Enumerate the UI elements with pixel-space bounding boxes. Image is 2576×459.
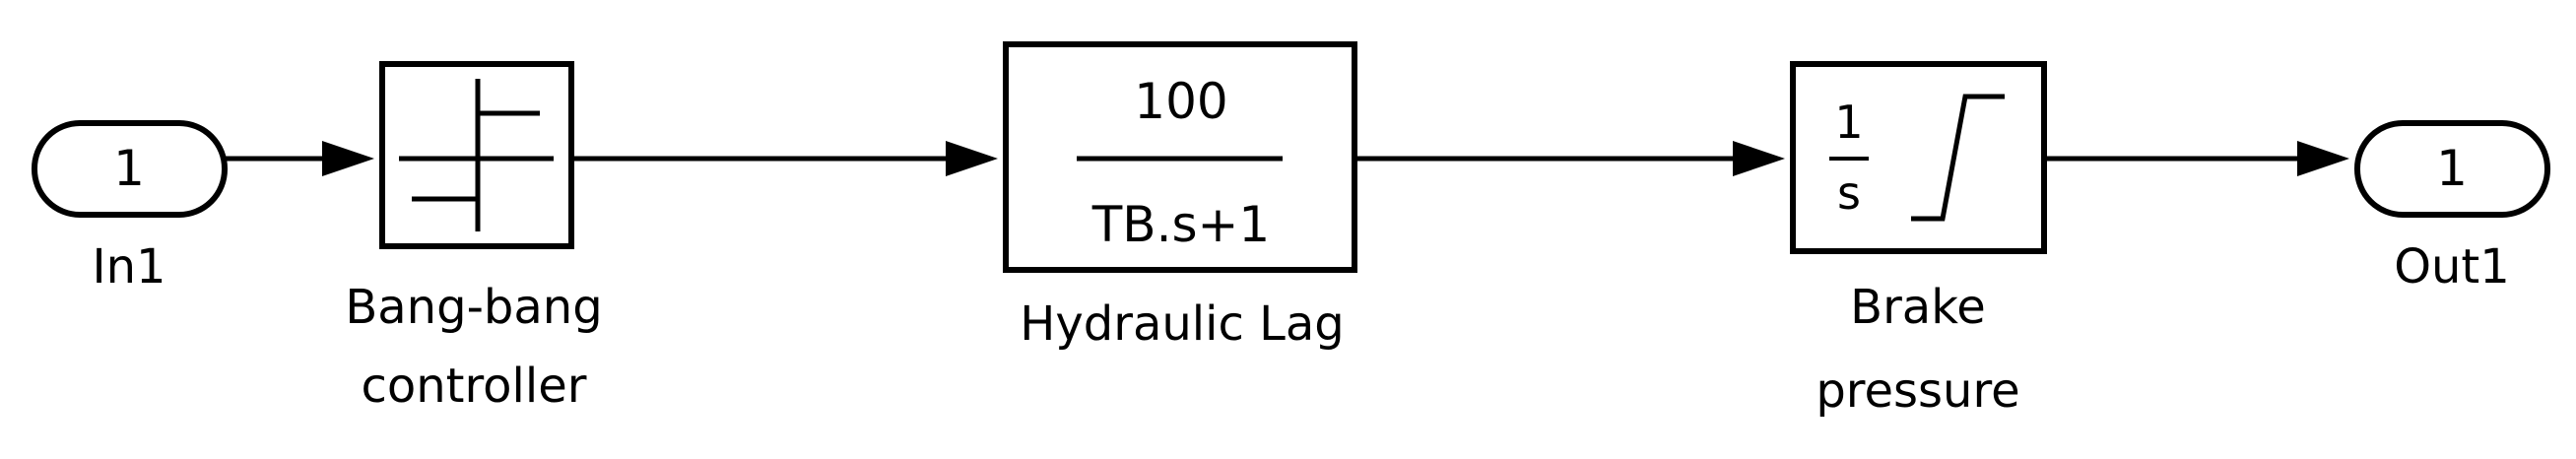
arrowhead bbox=[322, 141, 374, 176]
inport-in1[interactable]: 1 bbox=[32, 120, 228, 218]
relay-block[interactable] bbox=[379, 61, 574, 249]
arrowhead bbox=[1733, 141, 1785, 176]
signal-line-lag-to-brake[interactable] bbox=[1354, 141, 1785, 176]
integrator-denominator: s bbox=[1837, 166, 1861, 220]
arrowhead bbox=[946, 141, 998, 176]
inport-shape[interactable] bbox=[32, 120, 228, 218]
transfer-fcn-numerator: 100 bbox=[1134, 73, 1227, 130]
integrator-label-line1: Brake bbox=[1850, 280, 1986, 335]
arrowhead bbox=[2297, 141, 2349, 176]
outport-shape[interactable] bbox=[2354, 120, 2550, 218]
outport-out1[interactable]: 1 bbox=[2354, 120, 2550, 218]
saturation-curve-icon bbox=[1911, 94, 2005, 222]
signal-line-relay-to-lag[interactable] bbox=[571, 141, 998, 176]
outport-number: 1 bbox=[2436, 140, 2468, 197]
inport-label: In1 bbox=[92, 239, 165, 295]
signal-line-brake-to-out1[interactable] bbox=[2044, 141, 2349, 176]
transfer-fcn-label: Hydraulic Lag bbox=[1020, 296, 1344, 352]
inport-number: 1 bbox=[113, 140, 145, 197]
transfer-fcn-block[interactable]: 100 TB.s+1 bbox=[1003, 41, 1357, 273]
integrator-label-line2: pressure bbox=[1816, 363, 2019, 419]
integrator-block[interactable]: 1 s bbox=[1790, 61, 2047, 254]
integrator-numerator: 1 bbox=[1834, 96, 1863, 149]
relay-icon bbox=[399, 79, 554, 231]
signal-line-in1-to-relay[interactable] bbox=[225, 141, 374, 176]
relay-label-line2: controller bbox=[362, 359, 587, 414]
transfer-fcn-denominator: TB.s+1 bbox=[1091, 196, 1271, 253]
relay-label-line1: Bang-bang bbox=[345, 280, 602, 335]
outport-label: Out1 bbox=[2394, 239, 2510, 295]
